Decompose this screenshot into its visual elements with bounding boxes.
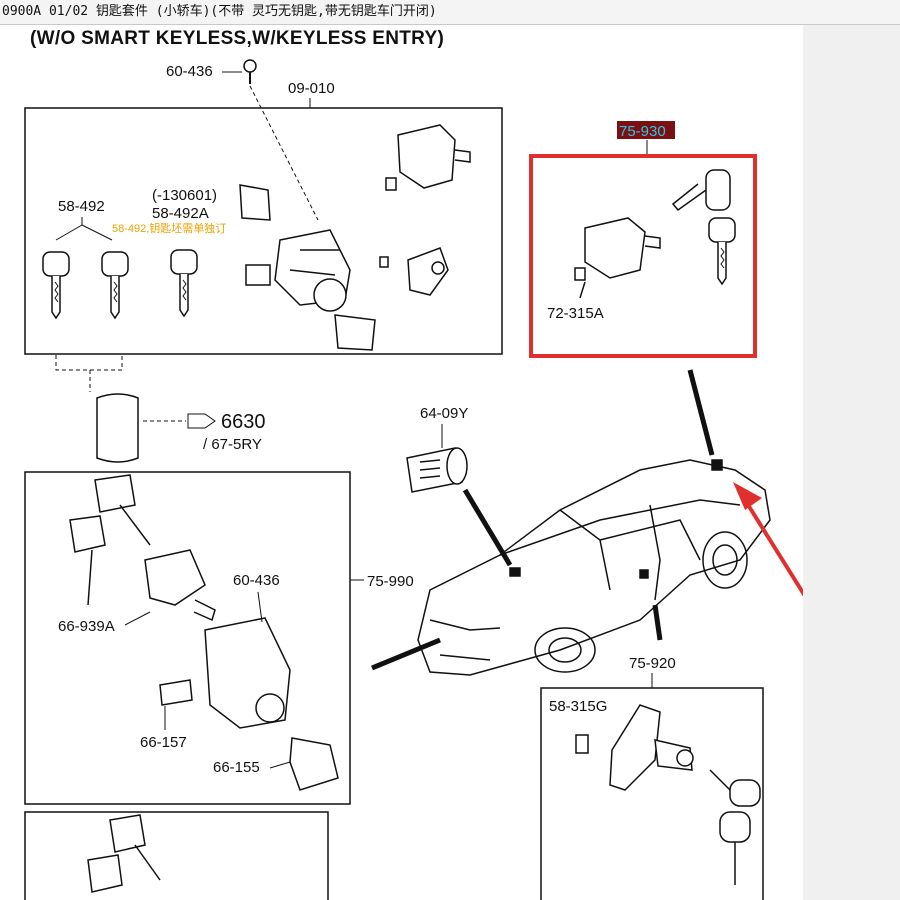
key-75-930-b [708,217,736,285]
side-panel [803,25,900,900]
label-09-010: 09-010 [288,80,335,97]
ignition-group-box [24,471,351,805]
label-58-492A: 58-492A [152,205,209,222]
label-72-315A: 72-315A [547,305,604,322]
door-lock-top [379,124,471,296]
ignition-assembly-mid [69,474,339,791]
label-58-492: 58-492 [58,198,105,215]
parts-diagram: 60-436 09-010 58-492 (-130601) 58-492A 5… [24,59,803,900]
label-66-939A: 66-939A [58,618,115,635]
door-lock-group-box [540,687,764,900]
car-outline [417,459,771,676]
label-75-990: 75-990 [367,573,414,590]
label-75-930-bg [617,121,675,139]
label-130601: (-130601) [152,187,217,204]
highlight-arrow [733,482,803,597]
note-58-492: 58-492,钥匙坯需单独订 [112,221,226,235]
highlight-box-75-930 [529,154,757,358]
label-67-5RY: / 67-5RY [203,436,262,453]
label-58-315G: 58-315G [549,698,607,715]
ignition-assembly-bottom [87,814,161,893]
title-text: 0900A 01/02 钥匙套件 (小轿车)(不带 灵巧无钥匙,带无钥匙车门开闭… [2,4,437,19]
lock-cylinder-64-09Y [406,447,468,493]
ignition-assembly-top [239,184,376,351]
door-lock-75-920 [575,704,761,885]
key-58-492A [170,249,198,317]
title-bar: 0900A 01/02 钥匙套件 (小轿车)(不带 灵巧无钥匙,带无钥匙车门开闭… [0,0,900,25]
key-58-492-right [101,251,129,319]
diagram-subtitle: (W/O SMART KEYLESS,W/KEYLESS ENTRY) [30,28,445,49]
label-60-436-top: 60-436 [166,63,213,80]
label-66-157: 66-157 [140,734,187,751]
label-75-920: 75-920 [629,655,676,672]
label-64-09Y: 64-09Y [420,405,468,422]
key-75-930-a [671,169,731,212]
key-58-492-left [42,251,70,319]
sleeve-6630 [96,393,216,463]
label-60-436-mid: 60-436 [233,572,280,589]
door-lock-75-930 [574,217,661,299]
bottom-group-box [24,811,329,900]
label-66-155: 66-155 [213,759,260,776]
label-6630: 6630 [221,411,266,433]
screw-60-436-top [222,59,319,221]
keys-group-box [24,107,503,355]
label-75-930: 75-930 [619,123,666,140]
